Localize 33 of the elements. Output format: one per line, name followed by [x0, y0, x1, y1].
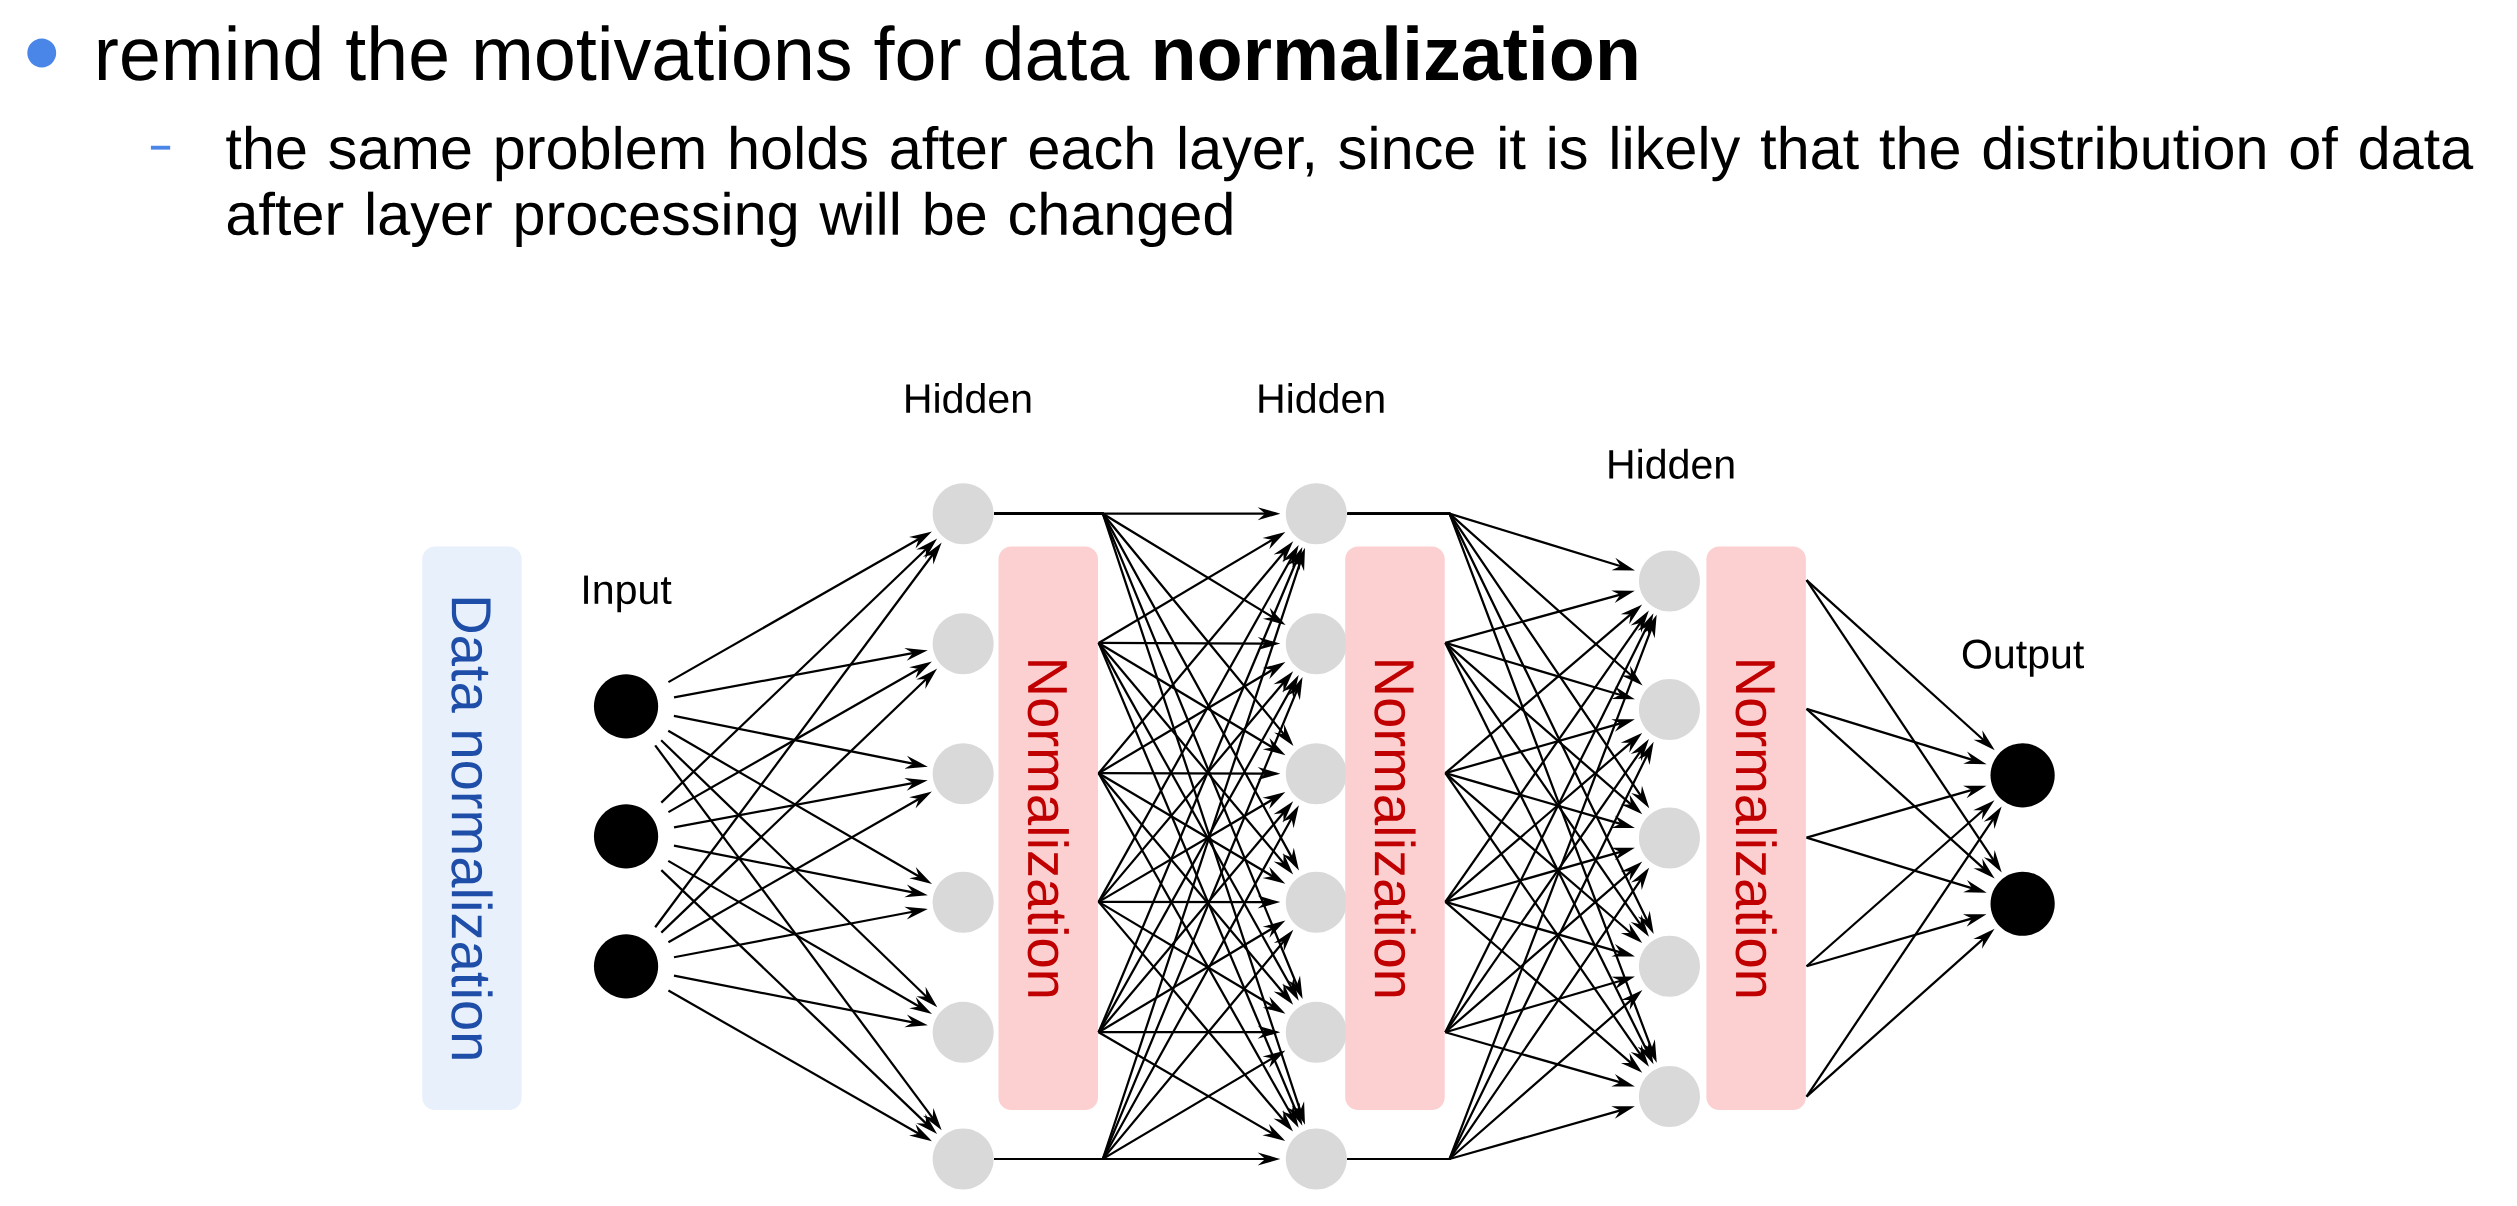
- neuron-circle: [932, 483, 994, 545]
- neuron-circle: [1285, 1128, 1347, 1190]
- neuron-circle: [932, 871, 994, 933]
- neuron-circle: [1285, 1001, 1347, 1063]
- rounded-box: Normalization: [1345, 546, 1445, 1111]
- layer-label: Hidden: [1259, 383, 1384, 414]
- neuron-circle: [932, 613, 994, 675]
- neuron-circle: [1638, 936, 1700, 998]
- neuron-circle: [593, 934, 659, 999]
- heading: remind the motivations for data normalization: [98, 25, 1637, 81]
- neuron-circle: [932, 1128, 994, 1190]
- neuron-circle: [1638, 550, 1700, 612]
- layer-label: Hidden: [906, 383, 1031, 414]
- neuron-circle: [1638, 1066, 1700, 1128]
- layer-label: Output: [1962, 639, 2084, 677]
- neuron-circle: [1990, 871, 2055, 937]
- neuron-circle: [1285, 613, 1347, 675]
- neuron-circle: [593, 804, 659, 869]
- layer-label: Hidden: [1609, 449, 1734, 480]
- layer-label: Input: [584, 575, 672, 613]
- neuron-circle: [932, 743, 994, 805]
- neuron-circle: [1990, 743, 2055, 808]
- neuron-circle: [932, 1001, 994, 1063]
- neuron-circle: [593, 674, 659, 739]
- neuron-circle: [1638, 807, 1700, 869]
- neuron-circle: [1285, 743, 1347, 805]
- rounded-box: Normalization: [1706, 546, 1806, 1111]
- rounded-box: Normalization: [998, 546, 1098, 1111]
- sub-bullet-text: the same problem holds after each layer, since it is likely that the distribution of data after layer processing will be changed: [226, 126, 2474, 248]
- neuron-circle: [1638, 679, 1700, 741]
- rounded-box: Data normalization: [422, 546, 522, 1111]
- neuron-circle: [1285, 483, 1347, 545]
- neuron-circle: [1285, 871, 1347, 933]
